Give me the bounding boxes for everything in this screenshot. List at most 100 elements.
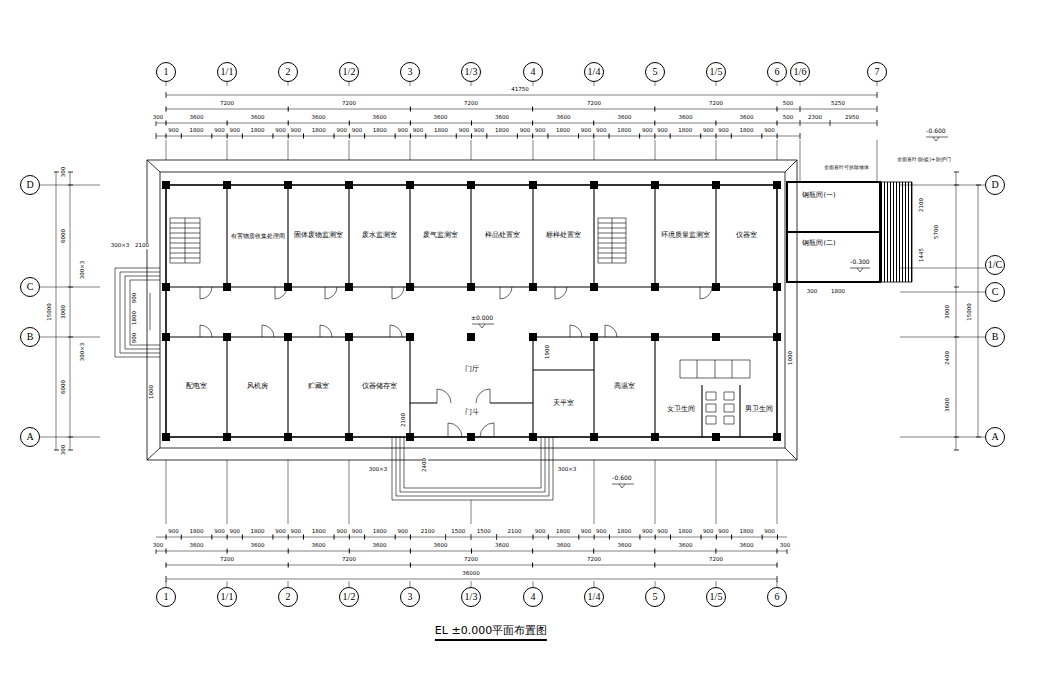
dimension-text: 7200 (341, 101, 357, 107)
dimension-text: 3600 (678, 115, 694, 121)
dimension-text: 900 (763, 529, 776, 535)
dimension-text: 1000 (788, 350, 794, 366)
dimension-text: 3600 (739, 115, 755, 121)
room-name: 门斗 (465, 409, 479, 416)
entrance-step (115, 268, 553, 500)
dimension-text: 3000 (945, 304, 951, 320)
dimension-text: 1800 (250, 529, 266, 535)
dimension-text: 300 (806, 289, 819, 295)
dimension-text: 900 (473, 128, 486, 134)
dimension-text: 300×3 (80, 260, 86, 281)
room-name: 男卫生间 (745, 406, 773, 413)
dimension-text: 1800 (616, 529, 632, 535)
axis-bubble: B (985, 327, 1005, 347)
dimension-text: 900 (335, 529, 348, 535)
dimension-text: 900 (534, 128, 547, 134)
dimension-text: 1800 (311, 529, 327, 535)
dimension-text: 7200 (708, 101, 724, 107)
dimension-text: 7200 (341, 557, 357, 563)
axis-bubble: 1/3 (461, 62, 481, 82)
dimension-text: 300×3 (557, 467, 578, 473)
axis-line (40, 82, 985, 587)
dimension-text: 1800 (433, 128, 449, 134)
dimension-tick (166, 563, 779, 568)
dimension-text: 900 (213, 529, 226, 535)
dimension-text: 3000 (61, 304, 67, 320)
room-name: 高温室 (614, 383, 635, 390)
dimension-text: 900 (351, 529, 364, 535)
step-hatch (881, 182, 912, 282)
step-hatch-frame (880, 182, 912, 282)
dimension-text: 900 (717, 529, 730, 535)
dimension-text: 3600 (556, 543, 572, 549)
dimension-text: 1800 (616, 128, 632, 134)
dimension-text: 900 (534, 529, 547, 535)
dimension-text: 300×3 (80, 342, 86, 363)
dimension-text: 900 (656, 529, 669, 535)
dimension-text: 1800 (555, 529, 571, 535)
dimension-text: 300 (61, 444, 67, 457)
room-box: 高温室 (594, 337, 655, 437)
dimension-text: 900 (167, 529, 180, 535)
dimension-text: 900 (167, 128, 180, 134)
room-box: 门斗 (414, 404, 529, 422)
axis-bubble: 1 (156, 587, 176, 607)
axis-bubble: 7 (867, 62, 887, 82)
door-swing (200, 287, 712, 437)
dimension-text: 300 (61, 166, 67, 179)
dimension-text: 2100 (506, 529, 522, 535)
dimension-text: 6000 (61, 379, 67, 395)
dimension-text: 1800 (250, 128, 266, 134)
dimension-text: 3600 (678, 543, 694, 549)
room-box: 废气监测室 (410, 185, 471, 287)
axis-bubble: D (20, 175, 40, 195)
dimension-text: 3600 (945, 397, 951, 413)
room-box: 男卫生间 (742, 402, 776, 418)
dimension-text: 36000 (461, 571, 481, 577)
room-box: 女卫生间 (660, 402, 702, 418)
room-name: 风机房 (247, 383, 268, 390)
dimension-text: 2100 (401, 412, 407, 428)
room-name: 钢瓶间(一) (802, 192, 835, 199)
dimension-text: 500 (782, 115, 795, 121)
axis-bubble: C (20, 277, 40, 297)
room-box: 门厅 (410, 337, 533, 403)
room-box: 配电室 (166, 337, 227, 437)
dimension-text: 900 (290, 128, 303, 134)
dimension-text: 1800 (372, 128, 388, 134)
dimension-text: 1500 (476, 529, 492, 535)
dimension-text: 900 (213, 128, 226, 134)
room-name: 天平室 (553, 400, 574, 407)
dimension-text: 3600 (739, 543, 755, 549)
dimension-text: 300 (152, 115, 165, 121)
dimension-text: 500 (782, 101, 795, 107)
dimension-tick (166, 549, 779, 554)
room-name: 门厅 (465, 366, 479, 373)
dimension-text: 3600 (556, 115, 572, 121)
axis-bubble: 1/6 (790, 62, 810, 82)
axis-bubble: 1/3 (461, 587, 481, 607)
dimension-tick (166, 535, 412, 540)
dimension-text: 7200 (586, 557, 602, 563)
dimension-text: 300 (779, 543, 792, 549)
dimension-text: 1500 (450, 529, 466, 535)
axis-bubble: 4 (523, 62, 543, 82)
room-box: 有害物质收集处理间 (227, 185, 288, 287)
axis-bubble: 1/1 (217, 62, 237, 82)
dimension-text: 1900 (545, 344, 551, 360)
dimension-text: 900 (412, 128, 425, 134)
toilet-fixture (680, 360, 750, 424)
room-name: 废水监测室 (362, 232, 397, 239)
dimension-text: 7200 (708, 557, 724, 563)
axis-bubble: 1/1 (217, 587, 237, 607)
dimension-text: 1000 (149, 384, 155, 400)
dimension-tick (54, 92, 981, 582)
dimension-text: 900 (274, 128, 287, 134)
dimension-text: 1800 (555, 128, 571, 134)
note-text: 全面百叶可拆除墙体 (823, 165, 870, 170)
corridor-wall (166, 287, 777, 337)
elevation-mark (472, 137, 948, 488)
dimension-text: 300 (152, 543, 165, 549)
